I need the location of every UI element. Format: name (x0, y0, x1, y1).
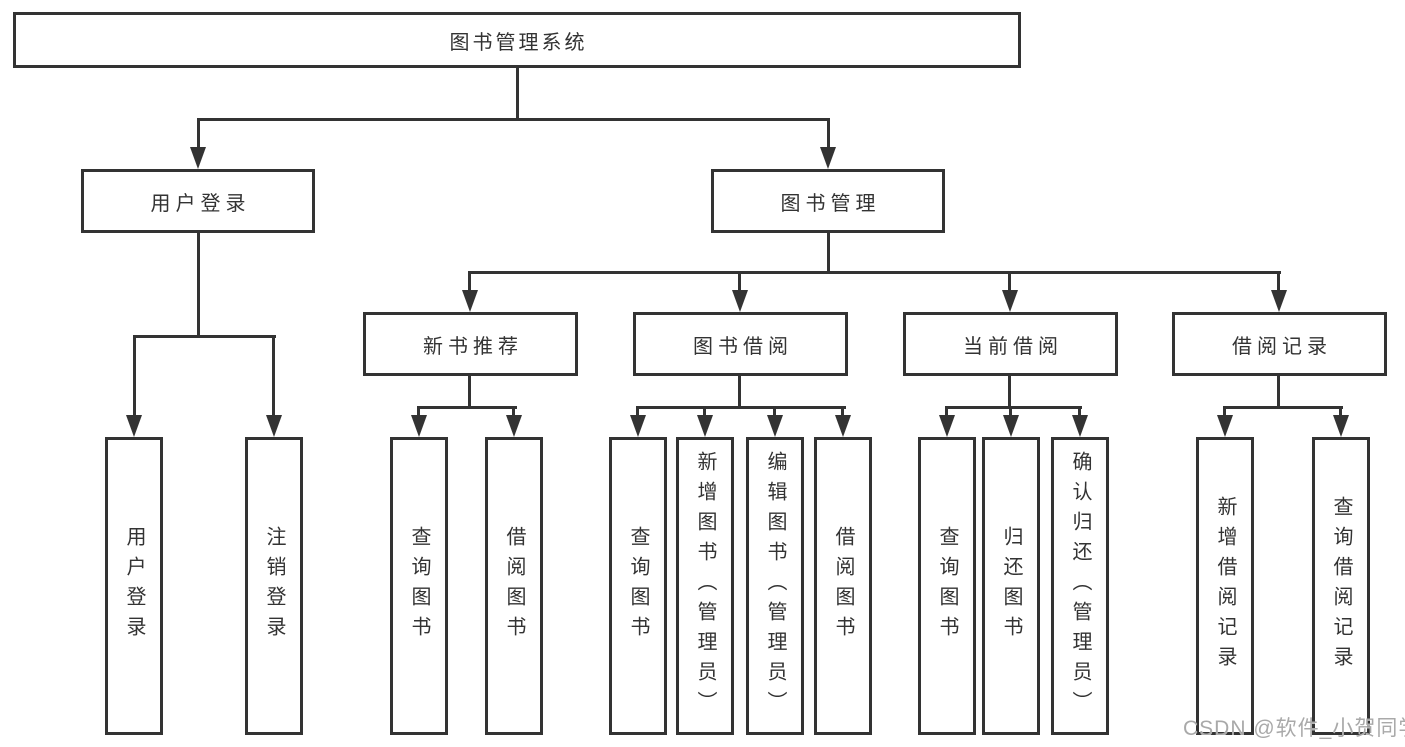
connector-bookmgmt-stem (827, 230, 830, 273)
arrowhead-leaf-logout (266, 415, 282, 437)
node-book-mgmt: 图书管理 (711, 169, 945, 233)
arrowhead-borrow-book-rec (506, 415, 522, 437)
connector-userlogin-stem (197, 230, 200, 337)
connector-borrowrecords-hbar (1223, 406, 1343, 409)
arrowhead-book-borrow (732, 290, 748, 312)
connector-drop-leaf-user-login (133, 335, 136, 417)
arrowhead-book-mgmt (820, 147, 836, 169)
connector-drop-current-borrow (1008, 271, 1011, 297)
connector-newbookrec-hbar (417, 406, 517, 409)
connector-drop-add-book (703, 406, 706, 418)
connector-currentborrow-stem (1008, 374, 1011, 408)
leaf-add-book: 新增图书（管理员） (676, 437, 734, 735)
arrowhead-current-borrow (1002, 290, 1018, 312)
connector-borrowrecords-stem (1277, 374, 1280, 408)
csdn-watermark: CSDN @软件_小贺同学 (1183, 717, 1405, 740)
leaf-logout: 注销登录 (245, 437, 303, 735)
arrowhead-return-book (1003, 415, 1019, 437)
leaf-borrow-book-rec: 借阅图书 (485, 437, 543, 735)
arrowhead-leaf-user-login (126, 415, 142, 437)
connector-newbookrec-stem (468, 374, 471, 408)
leaf-query-record: 查询借阅记录 (1312, 437, 1370, 735)
connector-drop-borrow-records (1277, 271, 1280, 297)
arrowhead-confirm-return (1072, 415, 1088, 437)
leaf-edit-book: 编辑图书（管理员） (746, 437, 804, 735)
connector-drop-borrow-book-borrow (841, 406, 844, 418)
arrowhead-add-record (1217, 415, 1233, 437)
connector-drop-confirm-return (1078, 406, 1081, 418)
arrowhead-new-book-rec (462, 290, 478, 312)
node-root: 图书管理系统 (13, 12, 1021, 68)
leaf-borrow-book-borrow: 借阅图书 (814, 437, 872, 735)
connector-drop-new-book-rec (468, 271, 471, 297)
connector-drop-query-book-current (945, 406, 948, 418)
node-borrow-records: 借阅记录 (1172, 312, 1387, 376)
leaf-confirm-return: 确认归还（管理员） (1051, 437, 1109, 735)
connector-drop-query-book-borrow (636, 406, 639, 418)
connector-drop-leaf-logout (272, 335, 275, 417)
node-current-borrow: 当前借阅 (903, 312, 1118, 376)
connector-drop-query-book-rec (417, 406, 420, 418)
arrowhead-query-book-rec (411, 415, 427, 437)
arrowhead-query-record (1333, 415, 1349, 437)
connector-userlogin-hbar (133, 335, 276, 338)
arrowhead-query-book-borrow (630, 415, 646, 437)
leaf-user-login: 用户登录 (105, 437, 163, 735)
connector-bookmgmt-hbar (468, 271, 1281, 274)
connector-drop-book-borrow (738, 271, 741, 297)
connector-drop-borrow-book-rec (512, 406, 515, 418)
leaf-return-book: 归还图书 (982, 437, 1040, 735)
connector-drop-query-record (1339, 406, 1342, 418)
arrowhead-user-login (190, 147, 206, 169)
connector-drop-add-record (1223, 406, 1226, 418)
connector-drop-edit-book (773, 406, 776, 418)
arrowhead-borrow-book-borrow (835, 415, 851, 437)
arrowhead-edit-book (767, 415, 783, 437)
leaf-query-book-rec: 查询图书 (390, 437, 448, 735)
connector-bookborrow-hbar (636, 406, 846, 409)
connector-currentborrow-hbar (945, 406, 1082, 409)
connector-bookborrow-stem (738, 374, 741, 408)
connector-drop-user-login (197, 118, 200, 150)
leaf-query-book-borrow: 查询图书 (609, 437, 667, 735)
leaf-query-book-current: 查询图书 (918, 437, 976, 735)
node-user-login: 用户登录 (81, 169, 315, 233)
leaf-add-record: 新增借阅记录 (1196, 437, 1254, 735)
connector-root-hbar (197, 118, 830, 121)
node-new-book-rec: 新书推荐 (363, 312, 578, 376)
connector-drop-return-book (1009, 406, 1012, 418)
node-book-borrow: 图书借阅 (633, 312, 848, 376)
arrowhead-borrow-records (1271, 290, 1287, 312)
connector-drop-book-mgmt (827, 118, 830, 150)
connector-root-stem (516, 67, 519, 119)
arrowhead-query-book-current (939, 415, 955, 437)
arrowhead-add-book (697, 415, 713, 437)
